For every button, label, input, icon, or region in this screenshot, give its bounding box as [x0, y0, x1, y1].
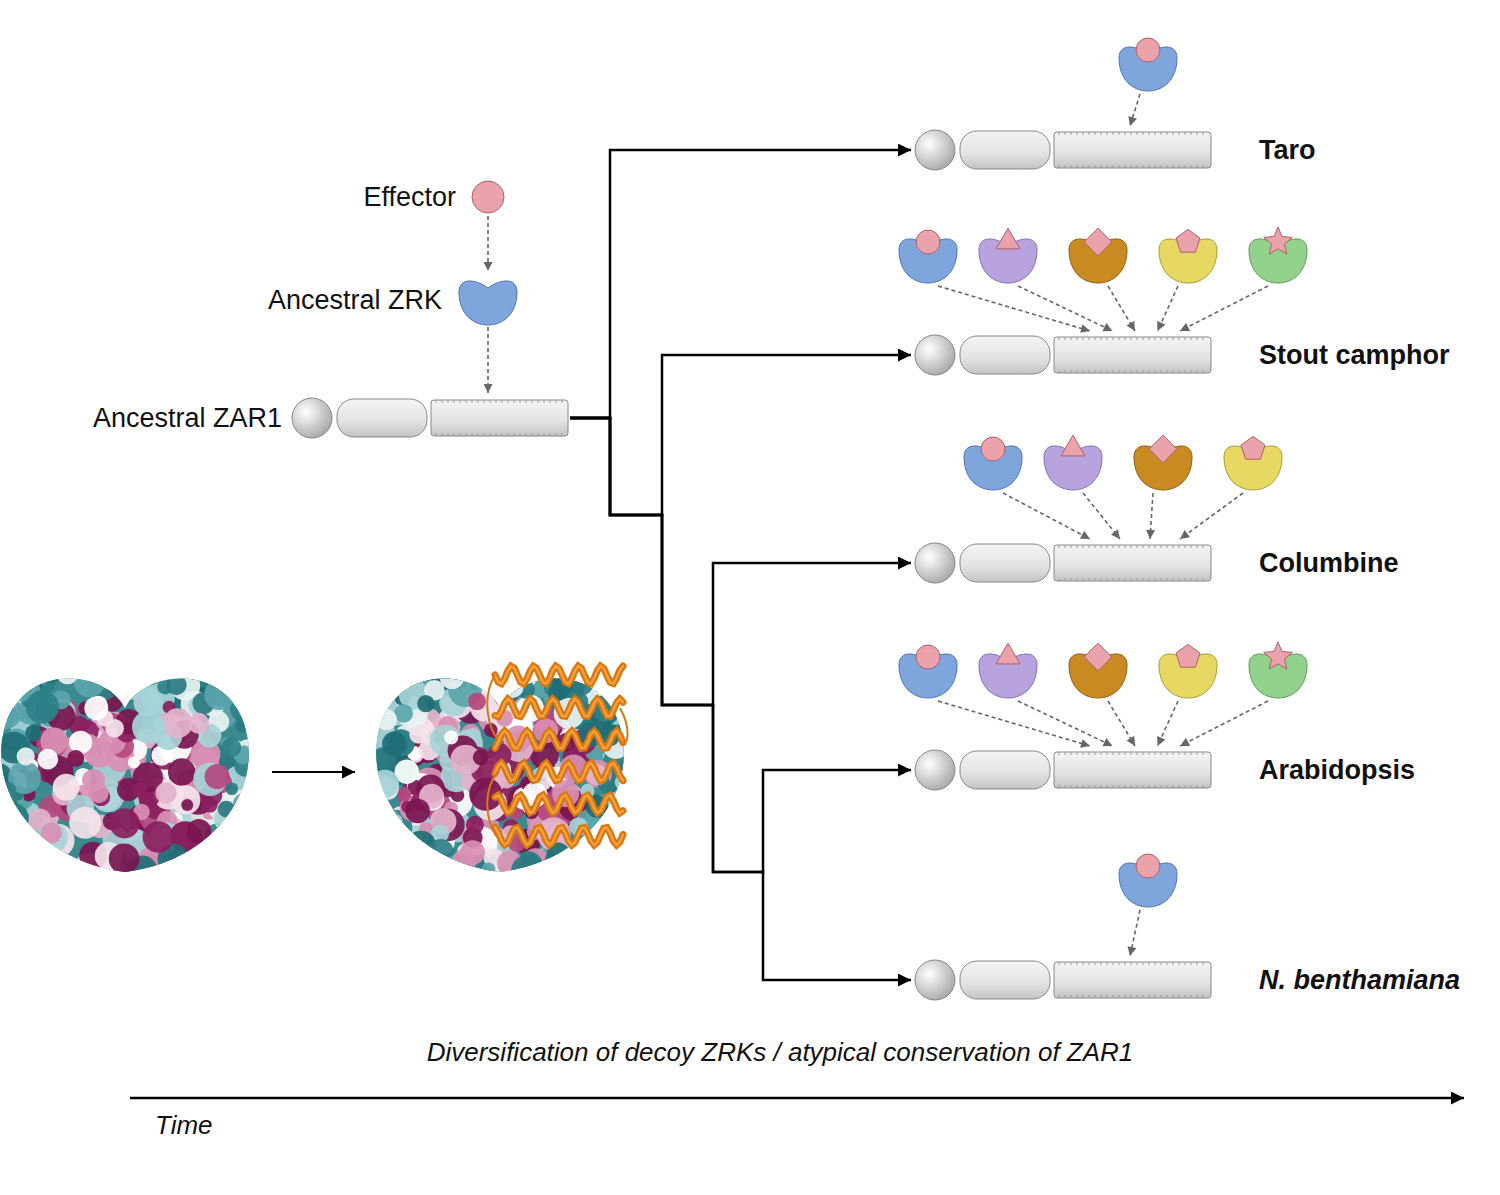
binding-arrow	[1083, 493, 1120, 539]
zar1-protein-symbol	[913, 333, 1213, 377]
node-label: Ancestral ZAR1	[93, 402, 282, 434]
species-zar1: Arabidopsis	[913, 748, 1415, 792]
binding-arrow	[1158, 286, 1179, 331]
zar1-protein-symbol	[290, 396, 570, 440]
decoy-zrk-icon	[1044, 435, 1102, 490]
species-zar1: Stout camphor	[913, 333, 1450, 377]
effector-symbol	[996, 228, 1020, 249]
decoy-zrk-icon	[899, 230, 957, 283]
decoy-zrk-icon	[1249, 642, 1307, 698]
binding-arrow	[1180, 493, 1243, 539]
decoy-zrk-icon	[1249, 227, 1307, 283]
binding-arrow	[1130, 910, 1140, 956]
ancestral-zrk-node: Ancestral ZRK	[268, 274, 520, 326]
decoy-zrk-icon	[1069, 643, 1127, 698]
species-zar1: Taro	[913, 128, 1316, 172]
binding-arrow	[1018, 286, 1113, 331]
effector-symbol	[1061, 435, 1085, 456]
species-label: Stout camphor	[1259, 339, 1450, 371]
species-label: Arabidopsis	[1259, 754, 1415, 786]
binding-arrow	[1180, 286, 1268, 331]
species-zar1: N. benthamiana	[913, 958, 1460, 1002]
binding-arrow	[487, 216, 489, 271]
effector-node: Effector	[363, 179, 506, 215]
effector-symbol	[916, 230, 940, 254]
zrk-symbol	[456, 274, 520, 326]
time-axis	[130, 1097, 1464, 1100]
zar1-protein-symbol	[913, 748, 1213, 792]
effector-symbol	[1264, 642, 1293, 669]
time-axis-label: Time	[155, 1110, 213, 1141]
node-label: Ancestral ZRK	[268, 284, 442, 316]
ancestral-zar1-node: Ancestral ZAR1	[93, 396, 570, 440]
binding-arrow	[1003, 493, 1090, 539]
species-zar1: Columbine	[913, 541, 1399, 585]
zar1-protein-symbol	[913, 128, 1213, 172]
decoy-zrk-icon	[1224, 436, 1282, 490]
species-label: Taro	[1259, 134, 1316, 166]
decoy-zrk-icon	[1159, 229, 1217, 283]
decoy-zrk-icon	[1159, 644, 1217, 698]
effector-symbol	[1264, 227, 1293, 254]
phylogeny-branch	[570, 355, 911, 515]
binding-arrow	[938, 286, 1090, 331]
zar1-protein-symbol	[913, 541, 1213, 585]
decoy-zrk-icon	[1134, 435, 1192, 490]
effector-symbol	[1136, 38, 1160, 62]
effector-symbol	[1149, 435, 1177, 463]
decoy-zrk-icon	[979, 643, 1037, 698]
effector-symbol	[1241, 436, 1265, 459]
protein-surface	[0, 654, 263, 886]
effector-symbol	[1084, 643, 1112, 671]
decoy-zrk-icon	[1119, 854, 1177, 907]
binding-arrow	[1180, 701, 1268, 746]
species-label: N. benthamiana	[1259, 964, 1460, 996]
zrk-ribbon	[487, 666, 627, 845]
effector-symbol	[916, 645, 940, 669]
binding-arrow	[1130, 94, 1140, 126]
effector-symbol	[996, 643, 1020, 664]
protein-surface	[361, 650, 636, 888]
effector-symbol	[470, 179, 506, 215]
effector-symbol	[981, 437, 1005, 461]
effector-symbol	[1176, 644, 1200, 667]
binding-arrow	[1158, 701, 1179, 746]
phylogeny-branch	[570, 418, 911, 872]
binding-arrow	[938, 701, 1090, 746]
binding-arrow	[1018, 701, 1113, 746]
phylogeny-branch	[570, 418, 911, 705]
binding-arrow	[1108, 701, 1135, 746]
decoy-zrk-icon	[899, 645, 957, 698]
zar1-protein-symbol	[913, 958, 1213, 1002]
decoy-zrk-icon	[979, 228, 1037, 283]
node-label: Effector	[363, 181, 456, 213]
phylogeny-branch	[570, 150, 911, 418]
binding-arrow	[487, 327, 489, 393]
effector-symbol	[1136, 854, 1160, 878]
transition-arrow	[272, 771, 355, 773]
decoy-zrk-icon	[1119, 38, 1177, 91]
phylogeny-branch	[570, 418, 911, 980]
illustration-layer	[0, 38, 1464, 1098]
decoy-zrk-icon	[964, 437, 1022, 490]
decoy-zrk-icon	[1069, 228, 1127, 283]
diversification-caption: Diversification of decoy ZRKs / atypical…	[427, 1037, 1134, 1068]
binding-arrow	[1108, 286, 1135, 331]
species-label: Columbine	[1259, 547, 1399, 579]
binding-arrow	[1150, 493, 1153, 539]
effector-symbol	[1176, 229, 1200, 252]
effector-symbol	[1084, 228, 1112, 256]
connector-layer	[488, 150, 911, 980]
